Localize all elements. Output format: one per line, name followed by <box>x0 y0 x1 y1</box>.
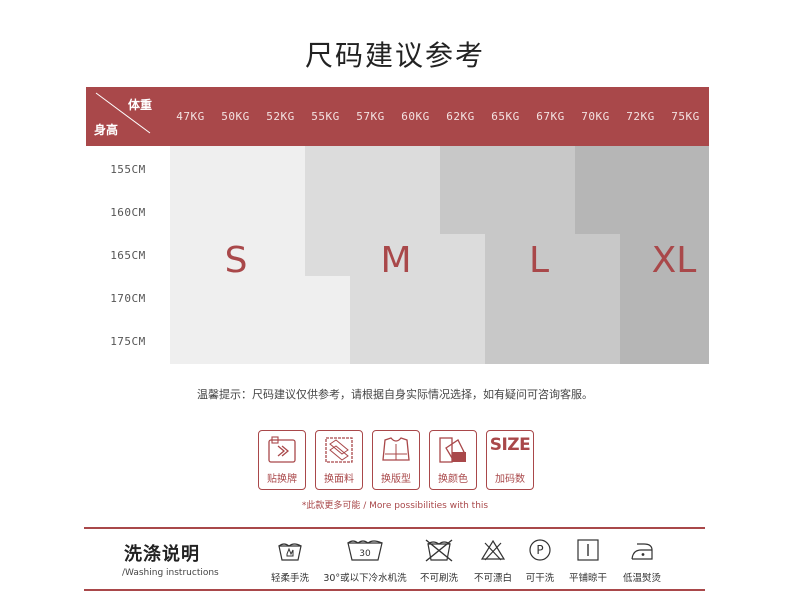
weight-header-cell: 50KG <box>221 110 250 123</box>
size-label-xl: XL <box>651 240 697 281</box>
size-label-m: M <box>380 240 412 281</box>
size-block-s <box>170 146 305 364</box>
height-cell: 155CM <box>110 163 146 176</box>
size-grid: 155CM 160CM 165CM 170CM 175CM S M L XL <box>86 146 709 364</box>
service-label: 贴换牌 <box>267 474 297 485</box>
dry-clean-letter: P <box>536 543 543 557</box>
wash-item-dry-clean: P 可干洗 <box>520 538 560 584</box>
wash-label: 不可刷洗 <box>419 573 458 584</box>
height-cell: 165CM <box>110 249 146 262</box>
page-title: 尺码建议参考 <box>304 39 485 72</box>
divider-bottom <box>84 589 705 591</box>
wash-item-low-iron: 低温熨烫 <box>618 538 666 584</box>
weight-header-cell: 75KG <box>671 110 700 123</box>
wash-label: 可干洗 <box>525 573 555 584</box>
height-cell: 175CM <box>110 335 146 348</box>
service-label: 换颜色 <box>438 474 468 485</box>
dry-clean-p-icon: P <box>529 539 551 561</box>
no-brush-icon <box>425 539 453 562</box>
weight-header-cell: 70KG <box>581 110 610 123</box>
weight-label: 体重 <box>127 98 152 112</box>
size-block-l <box>440 146 575 234</box>
wash-label: 轻柔手洗 <box>270 573 309 584</box>
wash-label: 平铺晾干 <box>568 573 607 584</box>
height-column: 155CM 160CM 165CM 170CM 175CM <box>86 146 170 364</box>
washing-title: 洗涤说明 <box>124 544 200 565</box>
weight-header-cell: 47KG <box>176 110 205 123</box>
wash-item-flat-dry: 平铺晾干 <box>564 538 612 584</box>
size-block-l-ext <box>485 234 620 364</box>
size-block-m <box>305 146 440 276</box>
washing-subtitle: /Washing instructions <box>122 568 219 578</box>
more-possibilities: *此款更多可能 / More possibilities with this <box>301 501 489 511</box>
wash-item-no-bleach: 不可漂白 <box>470 538 516 584</box>
service-label: 换面料 <box>324 474 354 485</box>
size-block-m-step <box>440 234 485 276</box>
flat-dry-icon <box>577 539 599 561</box>
header-corner: 体重 身高 <box>86 87 166 146</box>
wash-label: 30°或以下冷水机洗 <box>323 573 407 584</box>
service-color: 换颜色 <box>429 430 477 490</box>
service-label: 加码数 <box>495 474 525 485</box>
size-label-s: S <box>224 240 248 281</box>
service-tag-swap: 贴换牌 <box>258 430 306 490</box>
height-cell: 160CM <box>110 206 146 219</box>
wash-item-no-brush: 不可刷洗 <box>416 538 462 584</box>
weight-header-cell: 65KG <box>491 110 520 123</box>
tag-swap-icon <box>268 436 296 463</box>
service-label: 换版型 <box>381 474 411 485</box>
wash-item-hand: 轻柔手洗 <box>264 538 316 584</box>
size-block-xl-ext <box>620 234 709 364</box>
fabric-icon <box>325 437 353 463</box>
divider-top <box>84 527 705 529</box>
no-bleach-icon <box>480 539 506 561</box>
wash-label: 低温熨烫 <box>622 573 661 584</box>
weight-header-cell: 52KG <box>266 110 295 123</box>
weight-header-cell: 67KG <box>536 110 565 123</box>
height-cell: 170CM <box>110 292 146 305</box>
size-label-l: L <box>528 240 550 281</box>
service-fabric: 换面料 <box>315 430 363 490</box>
size-table-header: 体重 身高 47KG 50KG 52KG 55KG 57KG 60KG 62KG… <box>86 87 709 146</box>
size-block-s-ext <box>305 276 350 364</box>
service-shirt: 换版型 <box>372 430 420 490</box>
size-block-xl <box>575 146 709 234</box>
weight-header-cell: 57KG <box>356 110 385 123</box>
wash-label: 不可漂白 <box>473 573 512 584</box>
shirt-icon <box>382 437 410 461</box>
wash-temp-value: 30 <box>359 549 371 559</box>
weight-header-cell: 62KG <box>446 110 475 123</box>
weight-header-cell: 72KG <box>626 110 655 123</box>
wash-item-30: 30 30°或以下冷水机洗 <box>318 538 412 584</box>
hand-wash-icon <box>278 543 302 561</box>
size-tip: 温馨提示：尺码建议仅供参考，请根据自身实际情况选择，如有疑问可咨询客服。 <box>197 388 593 401</box>
diagonal-divider <box>95 92 151 134</box>
low-iron-icon <box>631 543 653 560</box>
size-block-m-ext <box>350 276 485 364</box>
color-palette-icon <box>439 437 466 463</box>
wash-30-icon: 30 <box>347 540 383 561</box>
size-text-icon: SIZE <box>489 435 531 455</box>
weight-header-cell: 55KG <box>311 110 340 123</box>
height-label: 身高 <box>94 123 119 137</box>
service-size: SIZE 加码数 <box>486 430 534 490</box>
weight-header-cell: 60KG <box>401 110 430 123</box>
